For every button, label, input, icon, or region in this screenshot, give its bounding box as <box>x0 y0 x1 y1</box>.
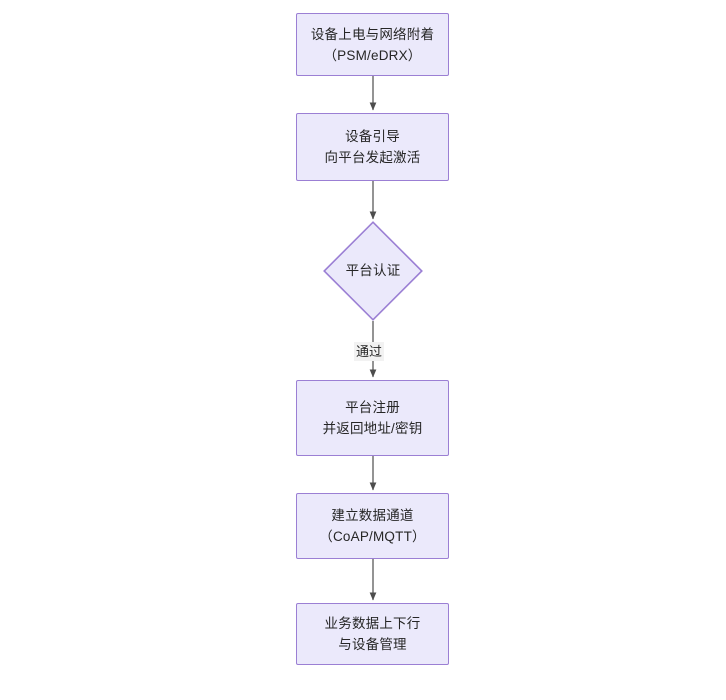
node-data-channel-line2: （CoAP/MQTT） <box>319 529 426 544</box>
node-platform-register-line1: 平台注册 <box>345 400 400 415</box>
node-power-on-line1: 设备上电与网络附着 <box>310 26 435 42</box>
node-platform-register-line2: 并返回地址/密钥 <box>322 421 423 436</box>
node-platform-auth[interactable]: 平台认证 <box>323 221 423 321</box>
node-power-on-line2: （PSM/eDRX） <box>323 47 422 63</box>
node-bootstrap-line1: 设备引导 <box>345 129 400 144</box>
node-platform-auth-label: 平台认证 <box>345 263 401 278</box>
node-bootstrap-line2: 向平台发起激活 <box>324 150 421 165</box>
node-service-data-line2: 与设备管理 <box>338 637 407 652</box>
node-service-data-line1: 业务数据上下行 <box>324 616 421 631</box>
node-service-data[interactable]: 业务数据上下行 与设备管理 <box>296 603 449 665</box>
node-platform-register[interactable]: 平台注册 并返回地址/密钥 <box>296 380 449 456</box>
node-data-channel[interactable]: 建立数据通道 （CoAP/MQTT） <box>296 493 449 559</box>
node-bootstrap[interactable]: 设备引导 向平台发起激活 <box>296 113 449 181</box>
node-power-on[interactable]: 设备上电与网络附着 （PSM/eDRX） <box>296 13 449 76</box>
edge-label-pass: 通过 <box>354 342 385 361</box>
node-data-channel-line1: 建立数据通道 <box>331 508 414 523</box>
diamond-shape-icon <box>323 221 423 321</box>
